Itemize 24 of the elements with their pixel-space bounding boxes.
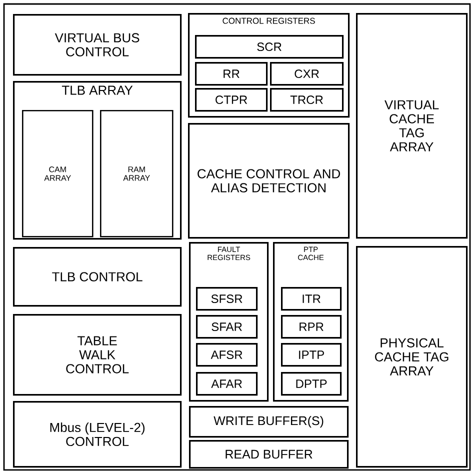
block-box: TRCR xyxy=(270,88,344,112)
block-box: IPTP xyxy=(281,342,342,367)
block-box: Mbus (LEVEL-2) CONTROL xyxy=(13,400,182,468)
block-box: AFSR xyxy=(196,342,258,367)
block-box: RR xyxy=(195,62,268,86)
block-box: TABLE WALK CONTROL xyxy=(13,314,182,396)
block-box: TLB CONTROL xyxy=(13,246,182,307)
block-box: CTPR xyxy=(195,88,268,112)
block-box: RAM ARRAY xyxy=(100,110,174,238)
block-box: SCR xyxy=(195,35,344,59)
block-box: PHYSICAL CACHE TAG ARRAY xyxy=(356,246,468,468)
block-box: VIRTUAL BUS CONTROL xyxy=(13,14,182,76)
block-box: CACHE CONTROL AND ALIAS DETECTION xyxy=(188,123,350,239)
block-box: SFSR xyxy=(196,286,258,311)
block-box: ITR xyxy=(281,286,342,311)
block-box: VIRTUAL CACHE TAG ARRAY xyxy=(356,12,468,239)
block-box: CXR xyxy=(270,62,344,86)
block-box: READ BUFFER xyxy=(189,440,349,469)
block-box: SFAR xyxy=(196,315,258,339)
block-box: RPR xyxy=(281,315,342,339)
block-box: CAM ARRAY xyxy=(22,110,94,238)
block-box: AFAR xyxy=(196,372,258,396)
block-box: WRITE BUFFER(S) xyxy=(189,406,349,438)
block-box: DPTP xyxy=(281,372,342,396)
